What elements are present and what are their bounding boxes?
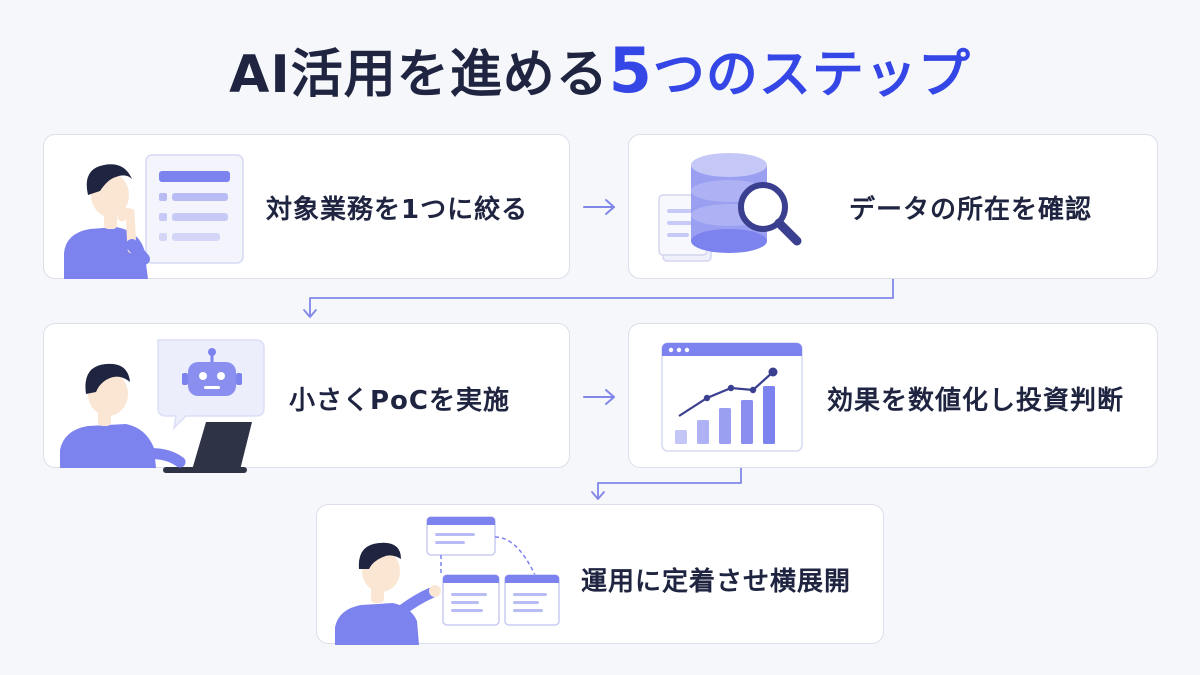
step-card-5: 運用に定着させ横展開 — [316, 504, 884, 645]
title-prefix: AI活用を進める — [229, 45, 609, 105]
step-label-1: 対象業務を1つに絞る — [266, 195, 529, 225]
step-label-5: 運用に定着させ横展開 — [581, 567, 852, 597]
growth-chart-icon — [661, 342, 803, 452]
person-pointing-windows-icon — [335, 516, 560, 645]
page-title: AI活用を進める5つのステップ — [0, 36, 1200, 110]
title-number: 5 — [608, 34, 653, 107]
database-search-icon — [658, 153, 802, 262]
step-card-4: 効果を数値化し投資判断 — [628, 323, 1158, 468]
connector-step2-to-step3 — [303, 278, 894, 318]
connector-step4-to-step5 — [591, 467, 742, 500]
arrow-right-icon — [583, 389, 615, 405]
person-laptop-robot-icon — [60, 339, 265, 473]
person-thinking-list-icon — [64, 154, 244, 279]
step-label-3: 小さくPoCを実施 — [289, 386, 510, 416]
arrow-right-icon — [583, 199, 615, 215]
step-card-1: 対象業務を1つに絞る — [43, 134, 570, 279]
step-label-2: データの所在を確認 — [849, 195, 1093, 225]
step-card-2: データの所在を確認 — [628, 134, 1158, 279]
step-label-4: 効果を数値化し投資判断 — [827, 386, 1125, 416]
step-card-3: 小さくPoCを実施 — [43, 323, 570, 473]
title-suffix: つのステップ — [652, 45, 971, 105]
